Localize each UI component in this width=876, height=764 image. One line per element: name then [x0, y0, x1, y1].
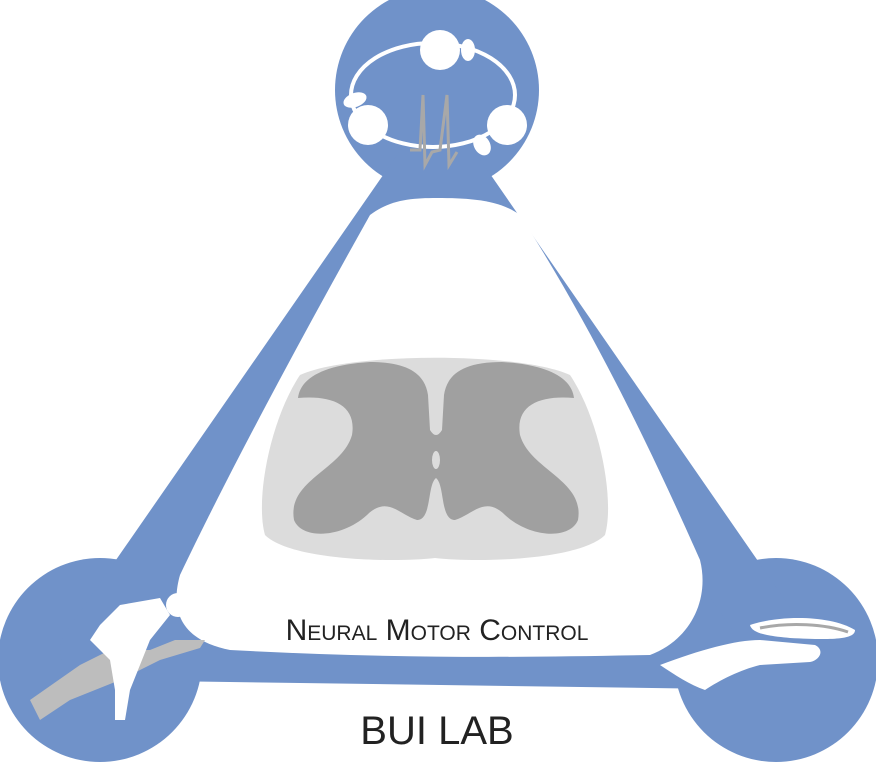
lab-subtitle: Neural Motor Control [286, 614, 589, 647]
neural-network-icon [343, 30, 527, 171]
lab-title: BUI LAB [360, 709, 513, 753]
runner-icon [30, 593, 205, 720]
hand-icon [660, 618, 855, 690]
spinal-cord-icon [261, 357, 609, 561]
